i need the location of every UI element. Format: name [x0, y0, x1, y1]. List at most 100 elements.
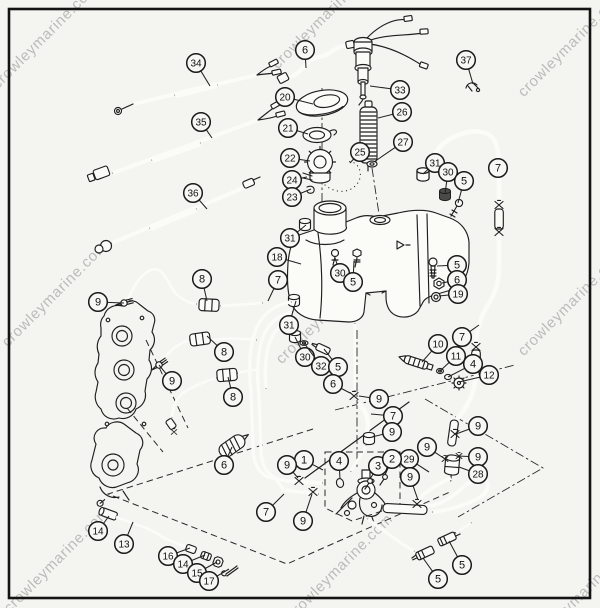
callout-10[interactable]: 10: [421, 333, 449, 363]
callout-9[interactable]: 9: [87, 291, 125, 313]
callout-31[interactable]: 31: [278, 300, 300, 336]
centerline-gauge: [371, 167, 380, 215]
callout-11[interactable]: 11: [439, 345, 467, 372]
callout-33[interactable]: 33: [369, 79, 411, 101]
callout-27[interactable]: 27: [373, 131, 414, 163]
svg-text:9: 9: [95, 297, 101, 309]
lower-bracket-outline: [90, 421, 144, 501]
callout-25[interactable]: 25: [349, 141, 371, 164]
callout-20[interactable]: 20: [274, 86, 314, 108]
svg-text:8: 8: [230, 392, 236, 404]
svg-text:9: 9: [475, 452, 481, 464]
clip-37: [465, 82, 481, 93]
callout-9[interactable]: 9: [276, 454, 299, 479]
callout-9[interactable]: 9: [158, 364, 183, 392]
boundary-right: [424, 398, 544, 518]
callout-5[interactable]: 5: [342, 260, 364, 293]
svg-text:7: 7: [495, 163, 501, 175]
callout-30[interactable]: 30: [294, 336, 316, 368]
callout-24[interactable]: 24: [281, 169, 308, 191]
callout-7[interactable]: 7: [267, 269, 289, 302]
filler-hose: [276, 39, 356, 84]
svg-text:9: 9: [407, 472, 413, 484]
callout-9[interactable]: 9: [416, 436, 446, 460]
gauge-washer: [366, 160, 378, 168]
svg-text:13: 13: [118, 540, 130, 551]
cap-clips: [302, 172, 315, 194]
callout-6[interactable]: 6: [294, 39, 316, 69]
callout-28[interactable]: 28: [458, 463, 489, 485]
svg-text:3: 3: [375, 461, 381, 473]
callout-19[interactable]: 19: [438, 283, 469, 305]
callout-35[interactable]: 35: [190, 111, 213, 139]
callout-23[interactable]: 23: [281, 186, 312, 208]
callout-8[interactable]: 8: [222, 376, 244, 408]
callout-17[interactable]: 17: [198, 568, 230, 592]
callout-7[interactable]: 7: [487, 157, 509, 179]
callout-34[interactable]: 34: [185, 52, 211, 87]
callout-9[interactable]: 9: [457, 446, 489, 468]
svg-text:2: 2: [389, 454, 395, 466]
tank-lower-fittings: [288, 329, 331, 356]
callout-4[interactable]: 4: [447, 353, 484, 378]
callout-5[interactable]: 5: [453, 170, 475, 204]
svg-text:33: 33: [394, 86, 406, 97]
svg-text:14: 14: [92, 527, 104, 538]
callout-32[interactable]: 32: [303, 342, 332, 377]
callout-30[interactable]: 30: [437, 161, 459, 195]
callout-9[interactable]: 9: [399, 466, 421, 501]
callout-16[interactable]: 16: [157, 545, 191, 567]
svg-text:9: 9: [389, 427, 395, 439]
callout-22[interactable]: 22: [279, 147, 311, 169]
svg-text:37: 37: [460, 56, 472, 67]
svg-text:9: 9: [169, 376, 175, 388]
oil-pump: [335, 469, 388, 525]
bolt-5c: [449, 198, 464, 218]
callout-5[interactable]: 5: [422, 557, 449, 590]
molded-hose-6: [218, 433, 249, 458]
callout-9[interactable]: 9: [371, 421, 403, 443]
callout-9[interactable]: 9: [292, 493, 314, 532]
oil-hose-bundle: [248, 300, 323, 497]
callout-5[interactable]: 5: [436, 254, 468, 276]
callout-21[interactable]: 21: [277, 117, 309, 139]
svg-text:15: 15: [191, 569, 203, 580]
svg-text:10: 10: [432, 340, 444, 351]
callout-18[interactable]: 18: [266, 246, 302, 268]
svg-text:25: 25: [354, 148, 366, 159]
callout-37[interactable]: 37: [455, 49, 477, 85]
svg-text:22: 22: [284, 154, 296, 165]
svg-text:5: 5: [350, 277, 356, 289]
callout-4[interactable]: 4: [328, 450, 350, 480]
callout-8[interactable]: 8: [206, 335, 235, 363]
callout-36[interactable]: 36: [182, 182, 208, 210]
engine-block-outline: [94, 300, 156, 427]
callout-6[interactable]: 6: [322, 373, 351, 395]
svg-text:9: 9: [300, 516, 306, 528]
callout-2[interactable]: 2: [381, 448, 403, 476]
callout-12[interactable]: 12: [458, 364, 500, 386]
svg-text:7: 7: [263, 507, 269, 519]
callout-7[interactable]: 7: [451, 324, 480, 348]
svg-text:30: 30: [299, 353, 311, 364]
callout-14[interactable]: 14: [87, 515, 110, 542]
callout-8[interactable]: 8: [191, 268, 213, 302]
callout-7[interactable]: 7: [255, 493, 285, 523]
callout-5[interactable]: 5: [448, 540, 473, 576]
callout-6[interactable]: 6: [213, 446, 235, 476]
callout-26[interactable]: 26: [377, 101, 413, 123]
callout-13[interactable]: 13: [113, 521, 135, 555]
callout-1[interactable]: 1: [293, 449, 324, 471]
tank-outlet-chain: [349, 323, 376, 472]
callout-7[interactable]: 7: [370, 405, 404, 427]
filler-cap: [303, 145, 337, 179]
svg-text:5: 5: [454, 260, 460, 272]
svg-text:7: 7: [275, 275, 281, 287]
callout-31[interactable]: 31: [279, 224, 307, 249]
callout-9[interactable]: 9: [455, 415, 489, 437]
callout-14[interactable]: 14: [172, 553, 206, 575]
lead-wire-34: [113, 58, 282, 116]
callout-9[interactable]: 9: [358, 388, 390, 410]
tank-screw-30: [330, 248, 340, 266]
